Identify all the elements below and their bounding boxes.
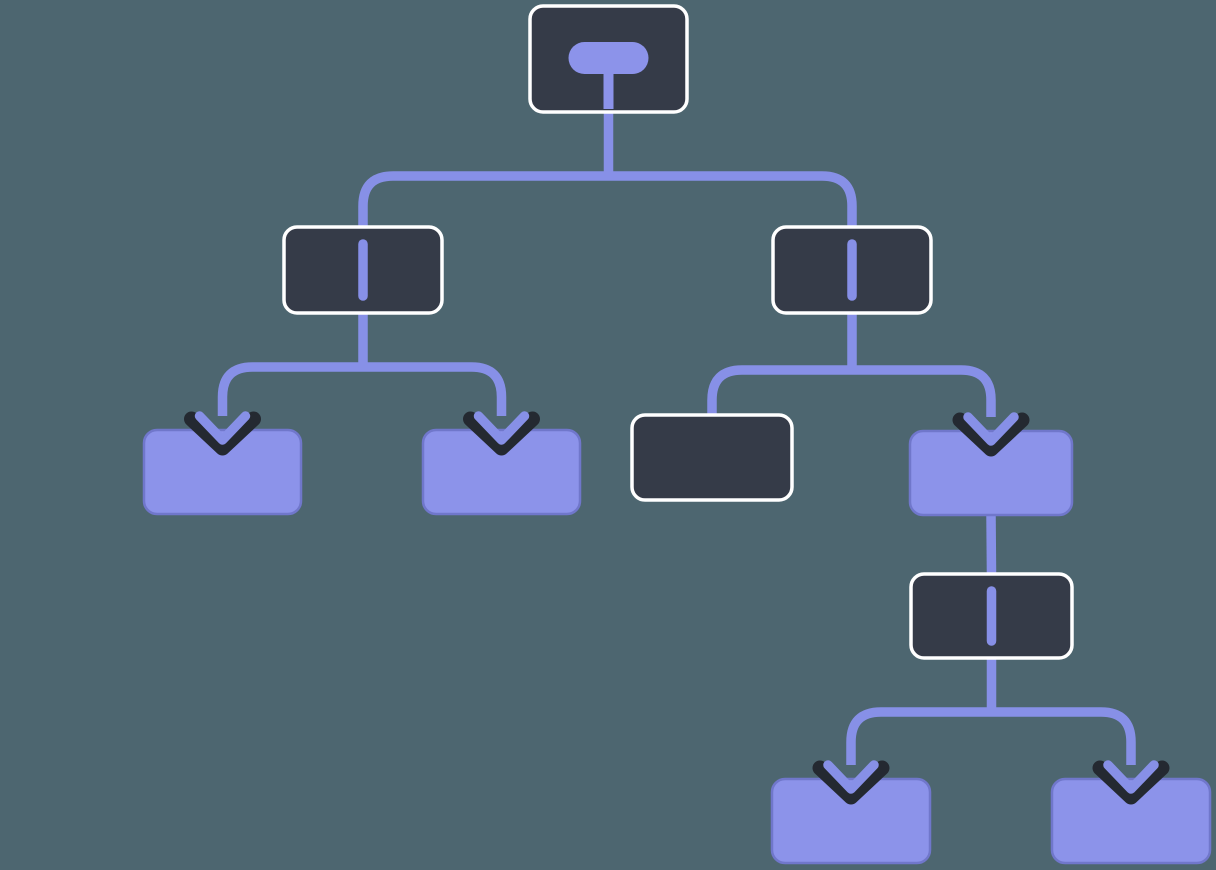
connector-layer: [217, 112, 1136, 765]
tree-node-leaf-f: [770, 777, 932, 865]
connector-edge-node-d-node-e: [986, 514, 997, 575]
arrow-down-shadow-icon: [463, 411, 540, 456]
tree-node-node-c: [630, 413, 794, 502]
tree-node-leaf-a: [142, 428, 303, 516]
tree-node-node-d: [908, 429, 1074, 517]
tree-node-leaf-g: [1050, 777, 1212, 865]
arrow-down-icon: [194, 411, 251, 445]
root-pill-icon: [568, 42, 649, 74]
connector-rail-branch-left: [217, 362, 507, 416]
arrow-down-shadow-icon: [952, 412, 1030, 457]
arrow-down-icon: [963, 412, 1019, 446]
connector-rail-root: [358, 171, 857, 227]
node-layer: [142, 4, 1212, 865]
arrow-down-shadow-icon: [1092, 760, 1170, 805]
arrow-down-icon: [823, 760, 879, 794]
arrow-down-shadow-icon: [812, 760, 890, 805]
arrow-down-icon: [473, 411, 530, 445]
arrow-layer: [184, 411, 1170, 805]
arrow-down-icon: [1103, 760, 1159, 794]
tree-node-leaf-b: [421, 428, 582, 516]
connector-rail-branch-right: [707, 365, 996, 417]
arrow-down-shadow-icon: [184, 411, 261, 456]
connector-rail-node-e: [846, 707, 1136, 765]
glyph-layer: [358, 42, 997, 646]
